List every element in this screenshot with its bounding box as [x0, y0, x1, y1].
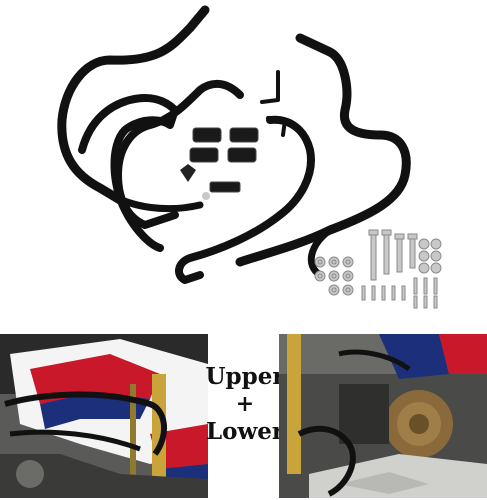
upper-lower-caption: Upper + Lower	[205, 362, 285, 446]
right-lower-bar-icon	[175, 115, 315, 284]
installed-upper-photo	[0, 334, 208, 498]
crash-bar-kit-photo	[57, 5, 442, 309]
caption-plus: +	[235, 391, 255, 417]
caption-upper: Upper	[205, 363, 285, 390]
mounting-block-icon	[192, 127, 222, 143]
caption-lower: Lower	[205, 418, 285, 445]
installed-lower-photo	[279, 334, 487, 498]
center-bracket-icon	[260, 70, 280, 104]
bolt-kit-icon	[314, 229, 442, 309]
left-upper-bar-icon	[57, 5, 210, 205]
right-upper-bar-icon	[235, 33, 411, 267]
